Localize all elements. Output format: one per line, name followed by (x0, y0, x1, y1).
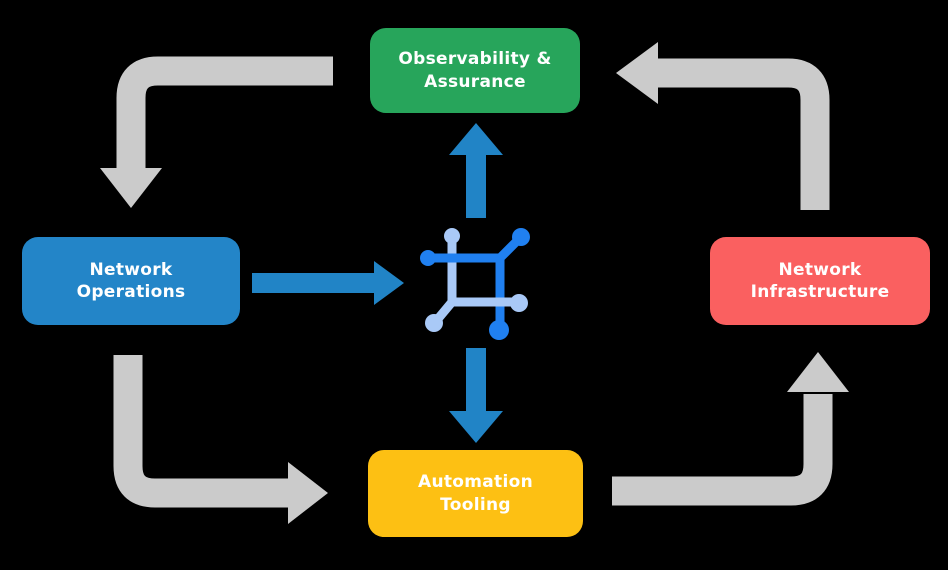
node-label-line: Observability & (398, 49, 552, 70)
arrow-observability-to-network-operations (100, 56, 333, 208)
arrow-network-operations-to-automation-tooling (113, 355, 328, 524)
node-label-line: Network (89, 259, 173, 280)
node-label-line: Assurance (424, 71, 526, 92)
node-observability-assurance-label: Observability & Assurance (398, 48, 551, 93)
node-label-line: Tooling (440, 494, 511, 515)
node-automation-tooling-label: Automation Tooling (418, 471, 533, 516)
node-automation-tooling: Automation Tooling (368, 450, 583, 537)
network-mesh-icon-light-back (444, 228, 460, 307)
network-mesh-icon-dark (420, 228, 530, 340)
network-mesh-icon (420, 228, 530, 340)
node-label-line: Automation (418, 472, 533, 493)
node-network-operations-label: Network Operations (77, 259, 186, 304)
node-label-line: Infrastructure (750, 282, 890, 302)
node-label-line: Network (778, 259, 862, 280)
arrow-network-operations-to-center (252, 261, 404, 305)
arrow-center-to-observability (449, 123, 503, 218)
node-observability-assurance: Observability & Assurance (370, 28, 580, 113)
arrow-center-to-automation-tooling (449, 348, 503, 443)
arrow-network-infrastructure-to-observability (616, 42, 830, 210)
node-network-infrastructure-label: Network Infrastructure (751, 259, 890, 304)
network-mesh-icon-light-front (425, 294, 528, 332)
node-network-operations: Network Operations (22, 237, 240, 325)
node-network-infrastructure: Network Infrastructure (710, 237, 930, 325)
arrow-automation-tooling-to-network-infrastructure (612, 352, 849, 506)
node-label-line: Operations (76, 282, 186, 302)
